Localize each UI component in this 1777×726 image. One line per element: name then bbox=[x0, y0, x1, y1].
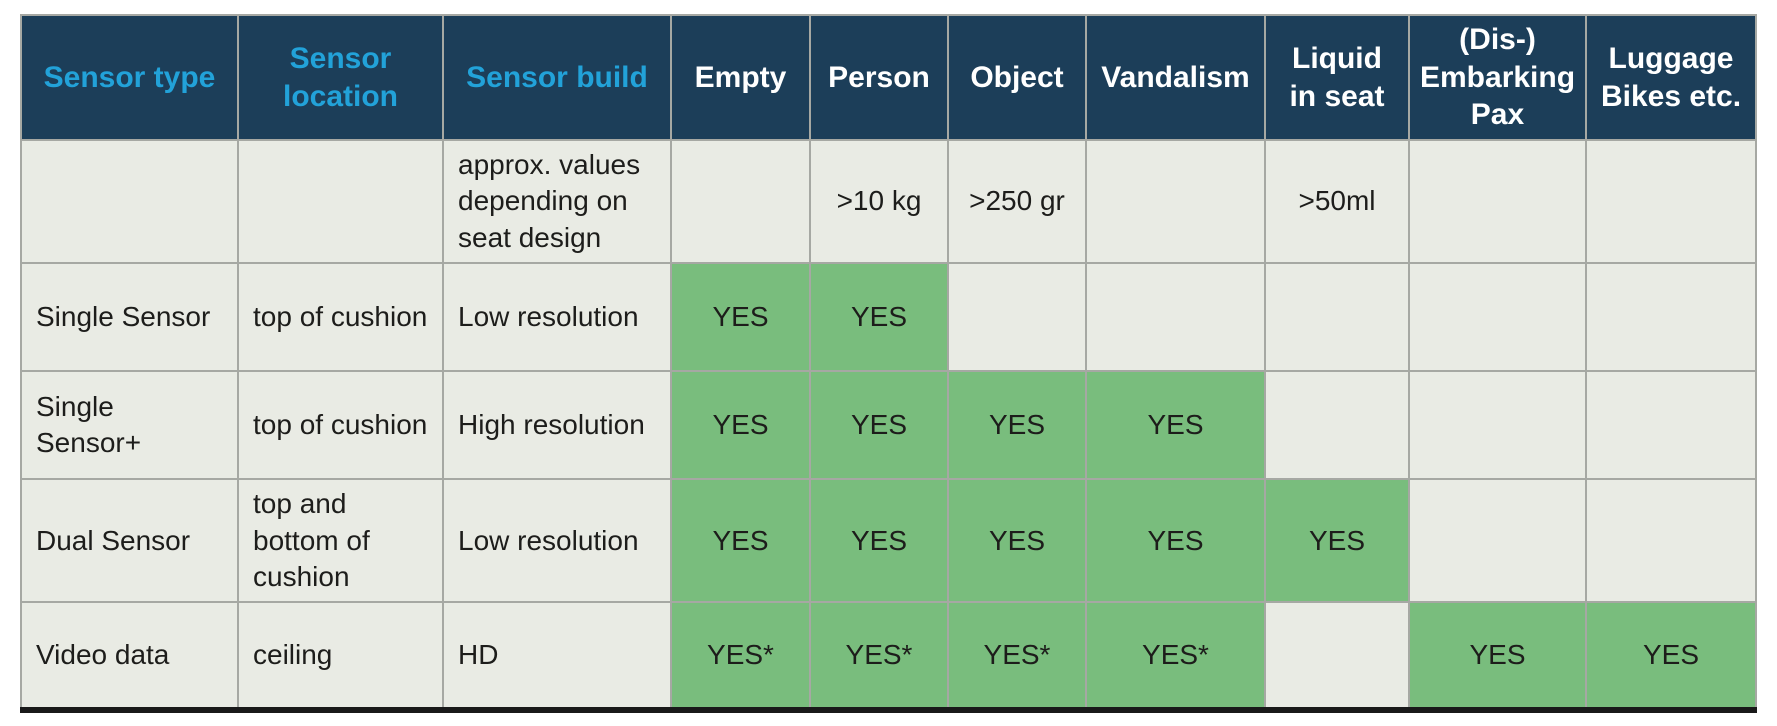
dual-sensor-person-cell: YES bbox=[809, 478, 949, 604]
approx-values-empty-cell bbox=[670, 138, 811, 265]
approx-values-luggage-bikes-etc-cell bbox=[1585, 138, 1757, 265]
approx-values-person-cell: >10 kg bbox=[809, 138, 949, 265]
column-header-sensor-type: Sensor type bbox=[20, 14, 239, 141]
single-sensor-plus-luggage-bikes-etc-cell bbox=[1585, 370, 1757, 481]
video-data-sensor-type-cell: Video data bbox=[20, 601, 239, 714]
column-header-dis-embarking-pax: (Dis-) Embarking Pax bbox=[1408, 14, 1587, 141]
single-sensor-sensor-type-cell: Single Sensor bbox=[20, 262, 239, 373]
video-data-empty-cell: YES* bbox=[670, 601, 811, 714]
single-sensor-plus-liquid-in-seat-cell bbox=[1264, 370, 1410, 481]
video-data-person-cell: YES* bbox=[809, 601, 949, 714]
column-header-vandalism: Vandalism bbox=[1085, 14, 1266, 141]
video-data-sensor-location-cell: ceiling bbox=[237, 601, 444, 714]
single-sensor-empty-cell: YES bbox=[670, 262, 811, 373]
approx-values-dis-embarking-pax-cell bbox=[1408, 138, 1587, 265]
video-data-vandalism-cell: YES* bbox=[1085, 601, 1266, 714]
table-row-approx-values: approx. values depending on seat design >… bbox=[20, 138, 1757, 265]
single-sensor-plus-empty-cell: YES bbox=[670, 370, 811, 481]
dual-sensor-sensor-build-cell: Low resolution bbox=[442, 478, 672, 604]
single-sensor-plus-vandalism-cell: YES bbox=[1085, 370, 1266, 481]
video-data-sensor-build-cell: HD bbox=[442, 601, 672, 714]
video-data-luggage-bikes-etc-cell: YES bbox=[1585, 601, 1757, 714]
single-sensor-plus-sensor-build-cell: High resolution bbox=[442, 370, 672, 481]
single-sensor-liquid-in-seat-cell bbox=[1264, 262, 1410, 373]
column-header-person: Person bbox=[809, 14, 949, 141]
dual-sensor-vandalism-cell: YES bbox=[1085, 478, 1266, 604]
dual-sensor-empty-cell: YES bbox=[670, 478, 811, 604]
approx-values-sensor-build-cell: approx. values depending on seat design bbox=[442, 138, 672, 265]
video-data-object-cell: YES* bbox=[947, 601, 1087, 714]
column-header-object: Object bbox=[947, 14, 1087, 141]
dual-sensor-sensor-location-cell: top and bottom of cushion bbox=[237, 478, 444, 604]
single-sensor-dis-embarking-pax-cell bbox=[1408, 262, 1587, 373]
dual-sensor-dis-embarking-pax-cell bbox=[1408, 478, 1587, 604]
column-header-empty: Empty bbox=[670, 14, 811, 141]
dual-sensor-liquid-in-seat-cell: YES bbox=[1264, 478, 1410, 604]
approx-values-sensor-location-cell bbox=[237, 138, 444, 265]
single-sensor-luggage-bikes-etc-cell bbox=[1585, 262, 1757, 373]
single-sensor-plus-sensor-type-cell: Single Sensor+ bbox=[20, 370, 239, 481]
single-sensor-plus-object-cell: YES bbox=[947, 370, 1087, 481]
single-sensor-plus-sensor-location-cell: top of cushion bbox=[237, 370, 444, 481]
single-sensor-plus-dis-embarking-pax-cell bbox=[1408, 370, 1587, 481]
single-sensor-object-cell bbox=[947, 262, 1087, 373]
dual-sensor-object-cell: YES bbox=[947, 478, 1087, 604]
column-header-luggage-bikes-etc: Luggage Bikes etc. bbox=[1585, 14, 1757, 141]
single-sensor-sensor-build-cell: Low resolution bbox=[442, 262, 672, 373]
single-sensor-person-cell: YES bbox=[809, 262, 949, 373]
dual-sensor-sensor-type-cell: Dual Sensor bbox=[20, 478, 239, 604]
approx-values-liquid-in-seat-cell: >50ml bbox=[1264, 138, 1410, 265]
single-sensor-sensor-location-cell: top of cushion bbox=[237, 262, 444, 373]
column-header-sensor-build: Sensor build bbox=[442, 14, 672, 141]
single-sensor-plus-person-cell: YES bbox=[809, 370, 949, 481]
video-data-liquid-in-seat-cell bbox=[1264, 601, 1410, 714]
approx-values-vandalism-cell bbox=[1085, 138, 1266, 265]
dual-sensor-luggage-bikes-etc-cell bbox=[1585, 478, 1757, 604]
single-sensor-vandalism-cell bbox=[1085, 262, 1266, 373]
approx-values-object-cell: >250 gr bbox=[947, 138, 1087, 265]
column-header-liquid-in-seat: Liquid in seat bbox=[1264, 14, 1410, 141]
approx-values-sensor-type-cell bbox=[20, 138, 239, 265]
column-header-sensor-location: Sensor location bbox=[237, 14, 444, 141]
video-data-dis-embarking-pax-cell: YES bbox=[1408, 601, 1587, 714]
table-body: approx. values depending on seat design >… bbox=[20, 138, 1757, 714]
